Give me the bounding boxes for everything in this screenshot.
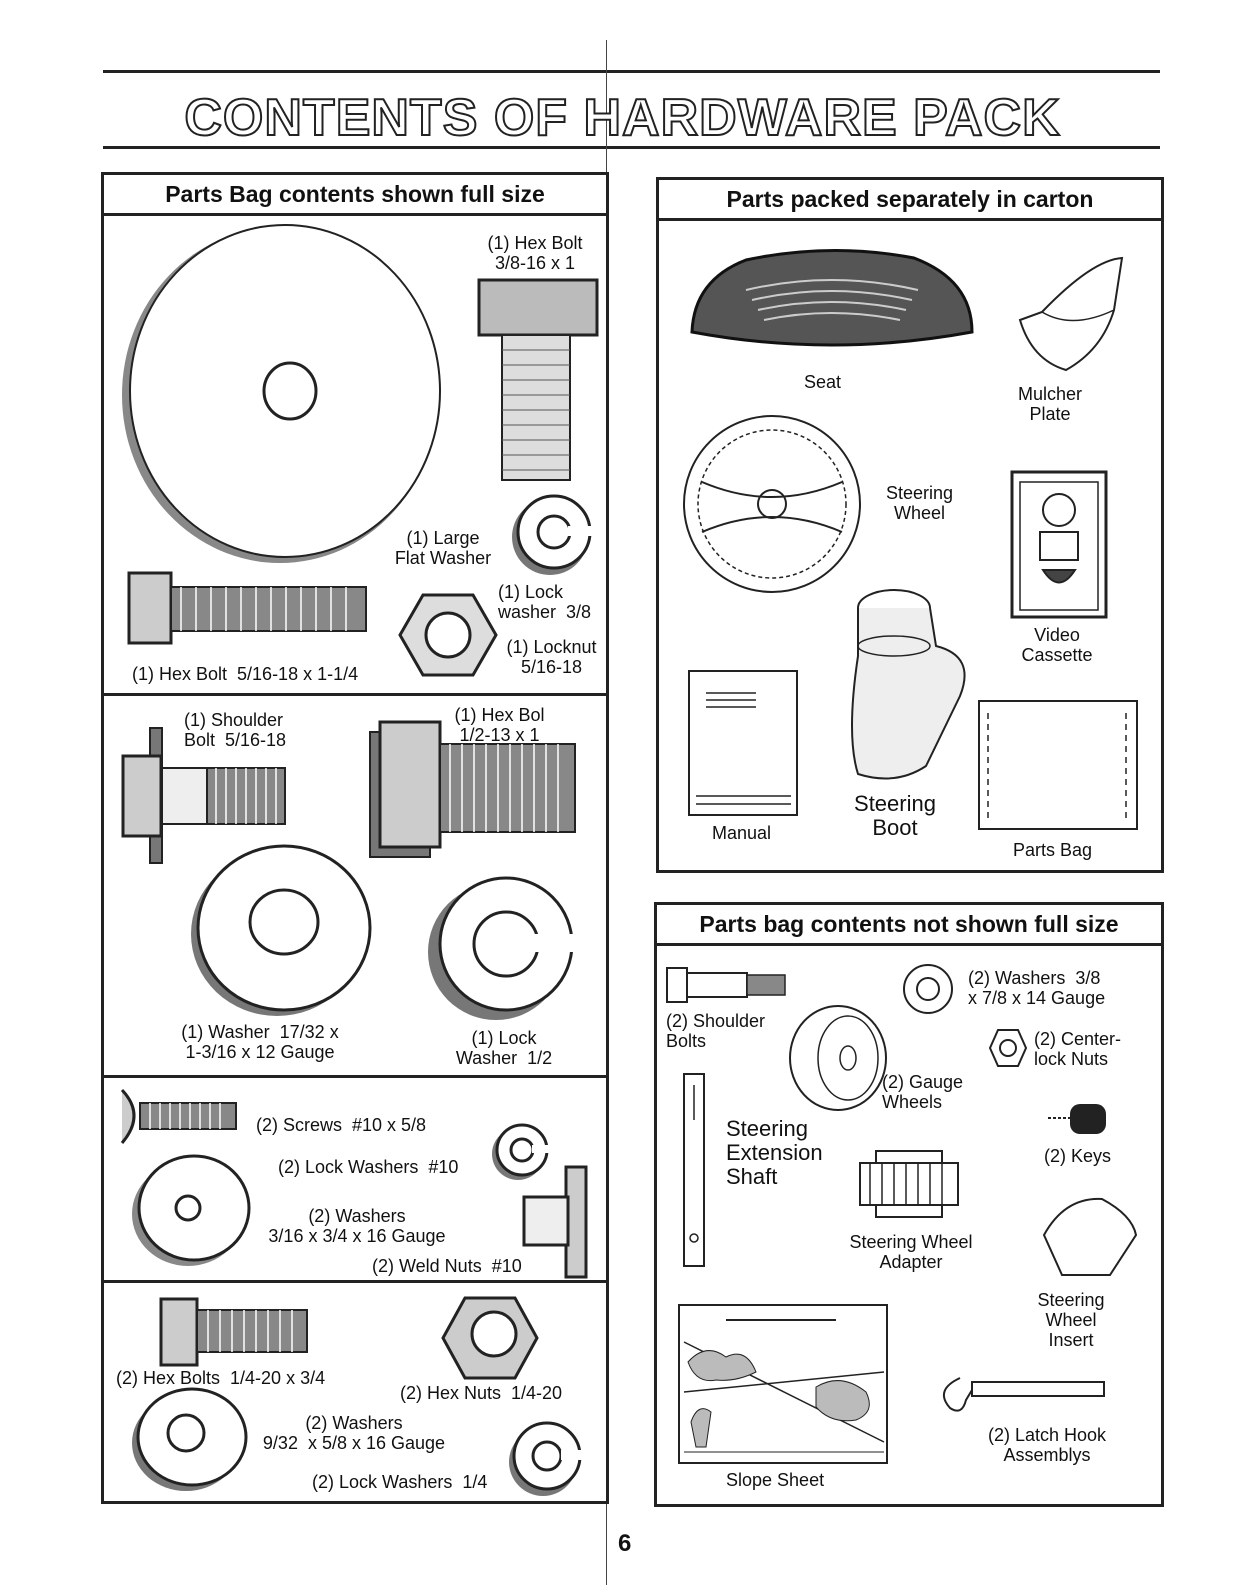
label-hex-bolt-5-16: (1) Hex Bolt 5/16-18 x 1-1/4 — [132, 664, 359, 684]
label-large-flat-washer: (1) Large Flat Washer — [394, 528, 492, 568]
parts-packed-separately-panel: Parts packed separately in carton — [656, 177, 1164, 873]
label-video-cassette: Video Cassette — [1021, 625, 1093, 665]
steering-wheel-drawing — [683, 415, 861, 593]
label-steering-extension-shaft: Steering Extension Shaft — [726, 1116, 823, 1189]
hex-bolt-1-2-drawing — [369, 720, 576, 858]
washer-9-32-drawing — [132, 1387, 248, 1491]
label-lock-washers-10: (2) Lock Washers #10 — [278, 1157, 459, 1177]
label-seat: Seat — [804, 372, 842, 392]
latch-hook-drawing — [942, 1377, 1105, 1412]
panel-heading: Parts bag contents not shown full size — [657, 905, 1161, 946]
section-divider — [101, 693, 609, 696]
page-title: CONTENTS OF HARDWARE PACK — [183, 88, 1061, 148]
label-hex-bolts-1-4: (2) Hex Bolts 1/4-20 x 3/4 — [116, 1368, 326, 1388]
label-lock-washers-1-4: (2) Lock Washers 1/4 — [312, 1472, 488, 1492]
steering-wheel-adapter-drawing — [859, 1150, 959, 1218]
label-manual: Manual — [712, 823, 772, 843]
label-hex-bolt-3-8: (1) Hex Bolt 3/8-16 x 1 — [487, 233, 583, 273]
steering-wheel-insert-drawing — [1042, 1197, 1138, 1276]
steering-boot-drawing — [851, 589, 966, 780]
lock-washer-10-drawing — [492, 1123, 554, 1180]
label-lock-washer-3-8: (1) Lock washer 3/8 — [498, 582, 592, 622]
hex-nut-1-4-drawing — [441, 1296, 539, 1380]
washer-3-16-drawing — [132, 1154, 251, 1266]
section-divider — [101, 1075, 609, 1078]
slope-sheet-drawing — [678, 1304, 888, 1464]
label-hex-nuts-1-4: (2) Hex Nuts 1/4-20 — [400, 1383, 563, 1403]
label-washers-3-16: (2) Washers 3/16 x 3/4 x 16 Gauge — [268, 1206, 446, 1246]
label-slope-sheet: Slope Sheet — [726, 1470, 825, 1490]
large-flat-washer-drawing — [122, 224, 441, 563]
label-parts-bag: Parts Bag — [1013, 840, 1093, 860]
parts-bag-drawing — [978, 700, 1138, 830]
washer-3-8-small-drawing — [903, 964, 953, 1014]
shoulder-bolt-drawing — [121, 727, 286, 864]
label-washers-3-8: (2) Washers 3/8 x 7/8 x 14 Gauge — [968, 968, 1106, 1008]
page-number: 6 — [618, 1530, 632, 1557]
label-washer-17-32: (1) Washer 17/32 x 1-3/16 x 12 Gauge — [181, 1022, 339, 1062]
lock-washer-1-2-drawing — [428, 876, 589, 1020]
panel-heading: Parts packed separately in carton — [659, 180, 1161, 221]
center-lock-nut-drawing — [988, 1029, 1028, 1067]
label-weld-nuts: (2) Weld Nuts #10 — [372, 1256, 522, 1276]
video-cassette-drawing — [1010, 470, 1108, 619]
label-keys: (2) Keys — [1044, 1146, 1112, 1166]
hex-bolt-5-16-drawing — [127, 571, 367, 645]
parts-bag-not-full-size-panel: Parts bag contents not shown full size — [654, 902, 1164, 1507]
label-screws: (2) Screws #10 x 5/8 — [256, 1115, 427, 1135]
section-divider — [101, 1280, 609, 1283]
label-washers-9-32: (2) Washers 9/32 x 5/8 x 16 Gauge — [262, 1413, 446, 1453]
gauge-wheel-drawing — [789, 1005, 887, 1111]
steering-extension-shaft-drawing — [683, 1073, 705, 1267]
label-shoulder-bolt: (1) Shoulder Bolt 5/16-18 — [184, 710, 287, 750]
weld-nut-drawing — [522, 1165, 588, 1279]
hex-bolt-1-4-drawing — [159, 1297, 308, 1367]
locknut-drawing — [398, 593, 498, 677]
hex-bolt-3-8-drawing — [477, 278, 599, 481]
label-latch-hook: (2) Latch Hook Assemblys — [987, 1425, 1107, 1465]
parts-bag-full-size-panel: Parts Bag contents shown full size — [101, 172, 609, 1504]
label-steering-wheel-adapter: Steering Wheel Adapter — [849, 1232, 973, 1272]
screw-drawing — [120, 1088, 237, 1144]
top-rule — [103, 70, 1160, 73]
washer-17-32-drawing — [191, 844, 372, 1016]
label-steering-wheel: Steering Wheel — [885, 483, 954, 523]
shoulder-bolt-small-drawing — [666, 967, 786, 1003]
label-lock-washer-1-2: (1) Lock Washer 1/2 — [455, 1028, 553, 1068]
label-mulcher-plate: Mulcher Plate — [1017, 384, 1083, 424]
panel-heading: Parts Bag contents shown full size — [104, 175, 606, 216]
label-shoulder-bolts: (2) Shoulder Bolts — [666, 1011, 766, 1051]
lock-washer-1-4-drawing — [509, 1421, 589, 1496]
title-underline — [103, 146, 1160, 149]
label-steering-boot: Steering Boot — [854, 791, 936, 840]
key-drawing — [1048, 1104, 1106, 1134]
label-steering-wheel-insert: Steering Wheel Insert — [1037, 1290, 1105, 1350]
manual-drawing — [688, 670, 798, 816]
label-center-lock-nuts: (2) Center- lock Nuts — [1034, 1029, 1122, 1069]
lock-washer-3-8-drawing — [512, 494, 594, 575]
mulcher-plate-drawing — [1018, 256, 1124, 372]
label-locknut: (1) Locknut 5/16-18 — [506, 637, 597, 677]
label-gauge-wheels: (2) Gauge Wheels — [882, 1072, 964, 1112]
seat-drawing — [690, 249, 974, 347]
label-hex-bolt-1-2: (1) Hex Bol 1/2-13 x 1 — [454, 705, 545, 745]
